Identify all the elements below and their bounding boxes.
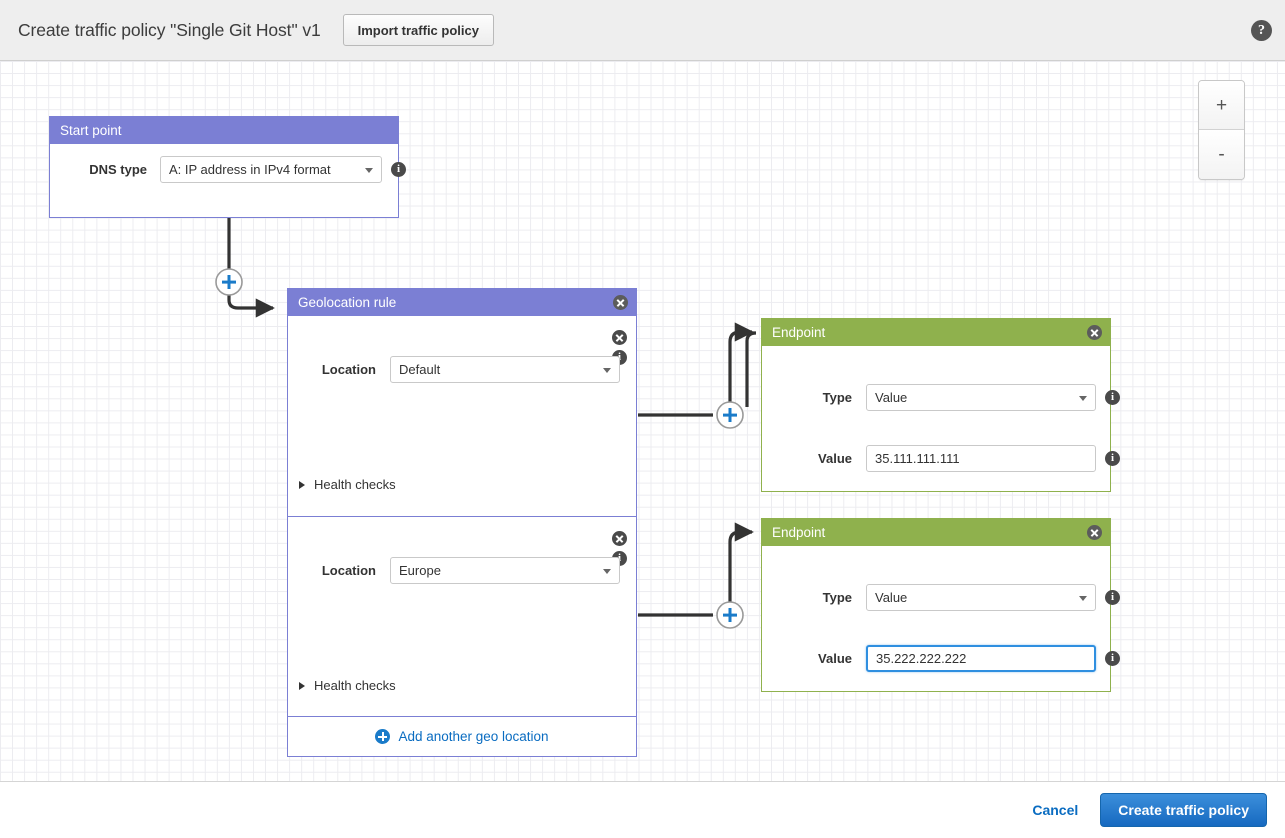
endpoint-type-row: Type Value	[782, 384, 1120, 411]
endpoint-type-label: Type	[822, 390, 852, 405]
chevron-down-icon	[1079, 395, 1087, 401]
endpoint-value-row: Value 35.111.111.111	[782, 445, 1120, 472]
chevron-down-icon	[603, 568, 611, 574]
zoom-controls: + -	[1198, 80, 1245, 180]
endpoint-value-label: Value	[818, 651, 852, 666]
endpoint-header: Endpoint	[762, 319, 1110, 346]
geo-location-remove-icon[interactable]	[612, 330, 627, 345]
add-geo-location-button[interactable]: Add another geo location	[288, 716, 636, 756]
geo-location-label: Location	[321, 362, 376, 377]
import-traffic-policy-button[interactable]: Import traffic policy	[342, 14, 494, 46]
geo-location-value: Default	[399, 362, 441, 377]
endpoint-type-select[interactable]: Value	[866, 584, 1096, 611]
endpoint-value-info-icon[interactable]	[1105, 451, 1120, 466]
chevron-down-icon	[1079, 595, 1087, 601]
endpoint-value-input[interactable]: 35.111.111.111	[866, 445, 1096, 472]
geo-location-row: Location Europe	[308, 557, 620, 584]
endpoint-title: Endpoint	[772, 525, 826, 540]
endpoint-type-info-icon[interactable]	[1105, 590, 1120, 605]
endpoint-value-row: Value 35.222.222.222	[782, 645, 1120, 672]
endpoint-value-input[interactable]: 35.222.222.222	[866, 645, 1096, 672]
dns-type-info-icon[interactable]	[391, 162, 406, 177]
geolocation-rule-card[interactable]: Geolocation rule Location Default Health…	[287, 288, 637, 757]
endpoint-value-text: 35.111.111.111	[875, 451, 960, 466]
endpoint-type-info-icon[interactable]	[1105, 390, 1120, 405]
geolocation-rule-close-icon[interactable]	[613, 295, 628, 310]
page-title: Create traffic policy "Single Git Host" …	[18, 19, 321, 40]
endpoint-value-text: 35.222.222.222	[876, 651, 967, 666]
cancel-button[interactable]: Cancel	[1032, 802, 1079, 818]
connector-node-start	[215, 268, 243, 296]
start-point-body: DNS type A: IP address in IPv4 format	[50, 144, 406, 217]
chevron-right-icon	[299, 480, 305, 489]
plus-circle-icon	[375, 729, 391, 744]
dns-type-select[interactable]: A: IP address in IPv4 format	[160, 156, 382, 183]
start-point-card[interactable]: Start point DNS type A: IP address in IP…	[49, 116, 406, 218]
health-checks-disclosure[interactable]: Health checks	[299, 678, 396, 693]
start-point-header: Start point	[50, 117, 398, 144]
add-geo-location-label: Add another geo location	[398, 729, 549, 744]
endpoint-value-info-icon[interactable]	[1105, 651, 1120, 666]
help-icon[interactable]: ?	[1251, 20, 1272, 41]
health-checks-disclosure[interactable]: Health checks	[299, 477, 396, 492]
geo-location-row: Location Default	[308, 356, 620, 383]
geo-location-label: Location	[321, 563, 376, 578]
endpoint-close-icon[interactable]	[1087, 525, 1102, 540]
geolocation-rule-title: Geolocation rule	[298, 295, 397, 310]
chevron-down-icon	[365, 167, 373, 173]
endpoint-close-icon[interactable]	[1087, 325, 1102, 340]
geo-location-remove-icon[interactable]	[612, 531, 627, 546]
chevron-right-icon	[299, 681, 305, 690]
start-point-title: Start point	[60, 123, 122, 138]
geolocation-rule-header: Geolocation rule	[288, 289, 636, 316]
dns-type-value: A: IP address in IPv4 format	[169, 162, 331, 177]
geo-location-select[interactable]: Europe	[390, 557, 620, 584]
policy-canvas[interactable]: + -	[0, 61, 1285, 781]
endpoint-title: Endpoint	[772, 325, 826, 340]
dns-type-label: DNS type	[89, 162, 147, 177]
top-header-bar: Create traffic policy "Single Git Host" …	[0, 0, 1285, 61]
endpoint-card[interactable]: Endpoint Type Value Value 35.222.222.222	[761, 518, 1120, 692]
footer-action-bar: Cancel Create traffic policy	[0, 781, 1285, 838]
zoom-out-button[interactable]: -	[1199, 130, 1244, 179]
create-traffic-policy-button[interactable]: Create traffic policy	[1100, 793, 1267, 827]
connector-node-endpoint-1	[716, 401, 744, 429]
endpoint-type-select[interactable]: Value	[866, 384, 1096, 411]
health-checks-label: Health checks	[314, 678, 396, 693]
geo-location-section: Location Europe Health checks	[288, 516, 636, 716]
geo-location-value: Europe	[399, 563, 441, 578]
endpoint-type-label: Type	[822, 590, 852, 605]
endpoint-type-row: Type Value	[782, 584, 1120, 611]
endpoint-body: Type Value Value 35.222.222.222	[762, 546, 1120, 691]
connector-wires	[215, 218, 757, 629]
dns-type-row: DNS type A: IP address in IPv4 format	[70, 156, 406, 183]
endpoint-header: Endpoint	[762, 519, 1110, 546]
connector-node-endpoint-2	[716, 601, 744, 629]
endpoint-value-label: Value	[818, 451, 852, 466]
zoom-in-button[interactable]: +	[1199, 81, 1244, 130]
geo-location-select[interactable]: Default	[390, 356, 620, 383]
health-checks-label: Health checks	[314, 477, 396, 492]
endpoint-card[interactable]: Endpoint Type Value Value 35.111.111.111	[761, 318, 1120, 492]
endpoint-type-value: Value	[875, 390, 908, 405]
endpoint-body: Type Value Value 35.111.111.111	[762, 346, 1120, 491]
geo-location-section: Location Default Health checks	[288, 316, 636, 516]
chevron-down-icon	[603, 367, 611, 373]
endpoint-type-value: Value	[875, 590, 908, 605]
